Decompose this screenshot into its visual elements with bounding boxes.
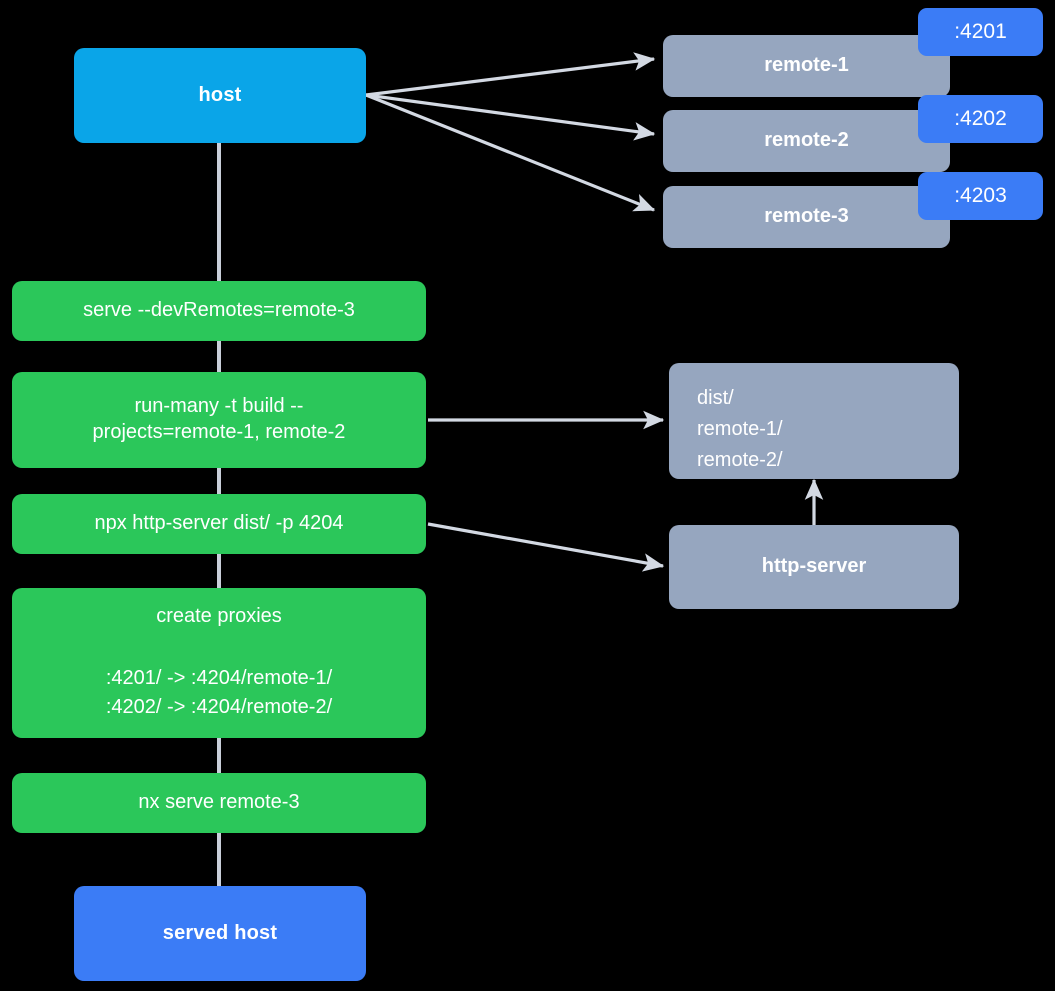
node-remote-1[interactable]: remote-1 [663, 35, 950, 97]
node-http-server-label: http-server [761, 555, 867, 578]
node-dist-folder-label: dist/ remote-1/ remote-2/ [697, 387, 783, 471]
edge-host-to-remote-1 [365, 52, 656, 97]
node-command-run-many-label: run-many -t build -- projects=remote-1, … [92, 395, 346, 443]
port-badge-remote-3[interactable]: :4203 [918, 172, 1043, 220]
port-badge-remote-1[interactable]: :4201 [918, 8, 1043, 56]
node-command-serve-devremotes-label: serve --devRemotes=remote-3 [83, 299, 355, 322]
node-host-label: host [198, 83, 242, 106]
create-proxies-mappings: :4201/ -> :4204/remote-1/ :4202/ -> :420… [105, 666, 333, 718]
edge-host-to-remote-2 [365, 93, 656, 141]
port-badge-remote-1-label: :4201 [954, 19, 1007, 43]
edge-host-to-remote-3 [365, 93, 656, 212]
node-remote-3[interactable]: remote-3 [663, 186, 950, 248]
node-command-nx-serve-remote-3[interactable]: nx serve remote-3 [12, 773, 426, 833]
node-remote-3-label: remote-3 [764, 205, 849, 228]
edge-npx-to-http-server [427, 522, 665, 572]
port-badge-remote-2[interactable]: :4202 [918, 95, 1043, 143]
create-proxies-content: create proxies :4201/ -> :4204/remote-1/… [12, 604, 426, 722]
node-command-run-many[interactable]: run-many -t build -- projects=remote-1, … [12, 372, 426, 468]
node-host[interactable]: host [74, 48, 366, 143]
node-command-nx-serve-remote-3-label: nx serve remote-3 [138, 791, 300, 814]
node-remote-1-label: remote-1 [764, 54, 849, 77]
node-dist-folder[interactable]: dist/ remote-1/ remote-2/ [669, 363, 959, 479]
node-remote-2-label: remote-2 [764, 129, 849, 152]
node-command-npx-http-server-label: npx http-server dist/ -p 4204 [94, 512, 344, 535]
node-command-create-proxies[interactable]: create proxies :4201/ -> :4204/remote-1/… [12, 588, 426, 738]
create-proxies-title: create proxies [156, 605, 282, 628]
node-command-serve-devremotes[interactable]: serve --devRemotes=remote-3 [12, 281, 426, 341]
node-remote-2[interactable]: remote-2 [663, 110, 950, 172]
node-command-npx-http-server[interactable]: npx http-server dist/ -p 4204 [12, 494, 426, 554]
port-badge-remote-3-label: :4203 [954, 183, 1007, 207]
node-http-server[interactable]: http-server [669, 525, 959, 609]
port-badge-remote-2-label: :4202 [954, 106, 1007, 130]
node-served-host-label: served host [162, 921, 278, 944]
node-served-host[interactable]: served host [74, 886, 366, 981]
